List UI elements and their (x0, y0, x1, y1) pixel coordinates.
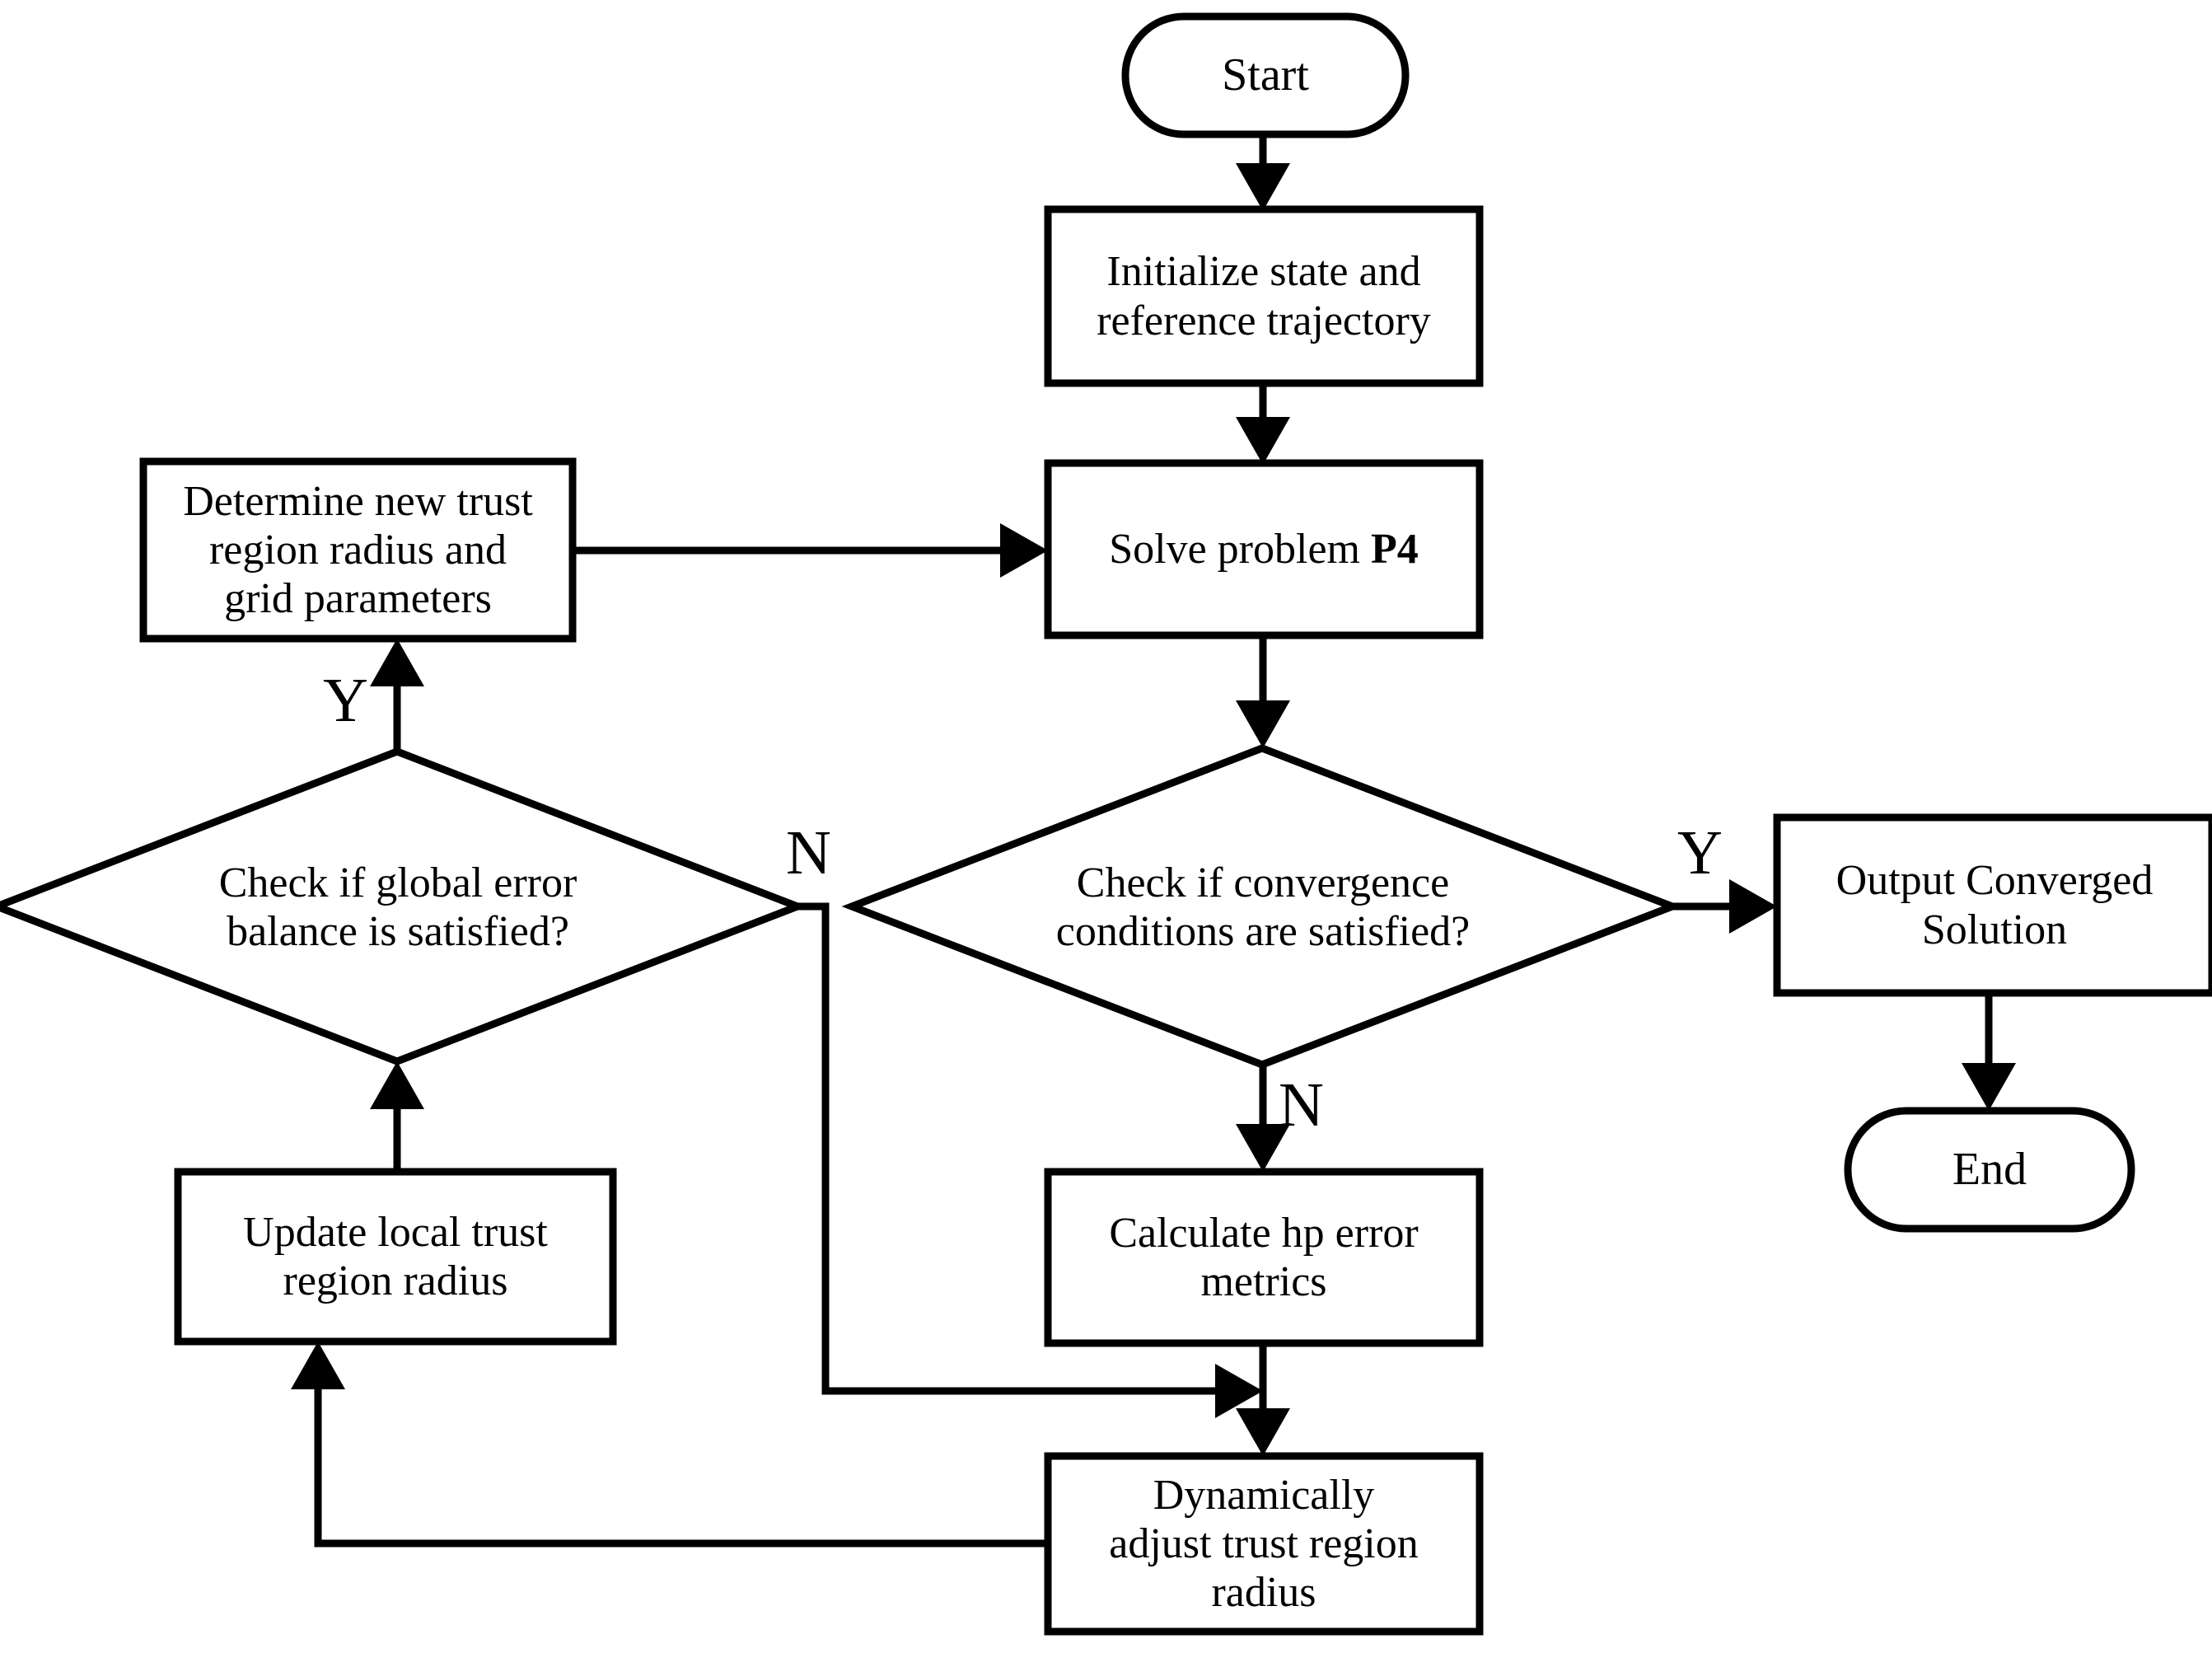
node-output-shape[interactable] (1773, 813, 2212, 997)
edge-label-convergence-yes: Y (1677, 818, 1723, 887)
edge-global-no-to-dyn-adjust (797, 902, 1218, 1395)
node-start-shape[interactable] (1121, 12, 1410, 138)
edge-output-to-end-arrowhead (1962, 1063, 2016, 1111)
edge-dyn-adjust-to-update-local (314, 1366, 1048, 1548)
edge-update-local-to-global-check-arrowhead (370, 1061, 424, 1109)
edge-global-yes-to-determine-arrowhead (370, 639, 424, 686)
node-dyn-adjust-shape[interactable] (1044, 1452, 1484, 1636)
node-global-check-shape[interactable] (0, 747, 808, 1065)
edge-start-to-initialize-arrowhead (1236, 163, 1290, 211)
edge-calc-hp-to-dyn-adjust-arrowhead (1236, 1408, 1290, 1456)
edge-label-convergence-no: N (1279, 1070, 1324, 1140)
node-solve-shape[interactable] (1044, 459, 1484, 639)
edge-convergence-yes-to-output-arrowhead (1729, 879, 1777, 934)
edge-solve-to-convergence-arrowhead (1236, 700, 1290, 748)
edge-label-global-no: N (786, 818, 831, 887)
node-calc-hp-shape[interactable] (1044, 1168, 1484, 1347)
edge-initialize-to-solve-arrowhead (1236, 417, 1290, 465)
edge-label-global-yes: Y (323, 666, 368, 735)
node-initialize-shape[interactable] (1044, 205, 1484, 387)
edge-dyn-adjust-to-update-local-arrowhead (291, 1342, 345, 1389)
node-end-shape[interactable] (1844, 1107, 2135, 1233)
edge-global-no-to-dyn-adjust-arrowhead (1215, 1364, 1263, 1418)
edge-determine-to-solve-arrowhead (1000, 523, 1048, 578)
node-convergence-check-shape[interactable] (841, 744, 1683, 1069)
node-update-local-shape[interactable] (174, 1168, 617, 1346)
node-determine-shape[interactable] (139, 457, 577, 643)
edge-convergence-no-to-calc-hp-arrowhead (1236, 1124, 1290, 1172)
